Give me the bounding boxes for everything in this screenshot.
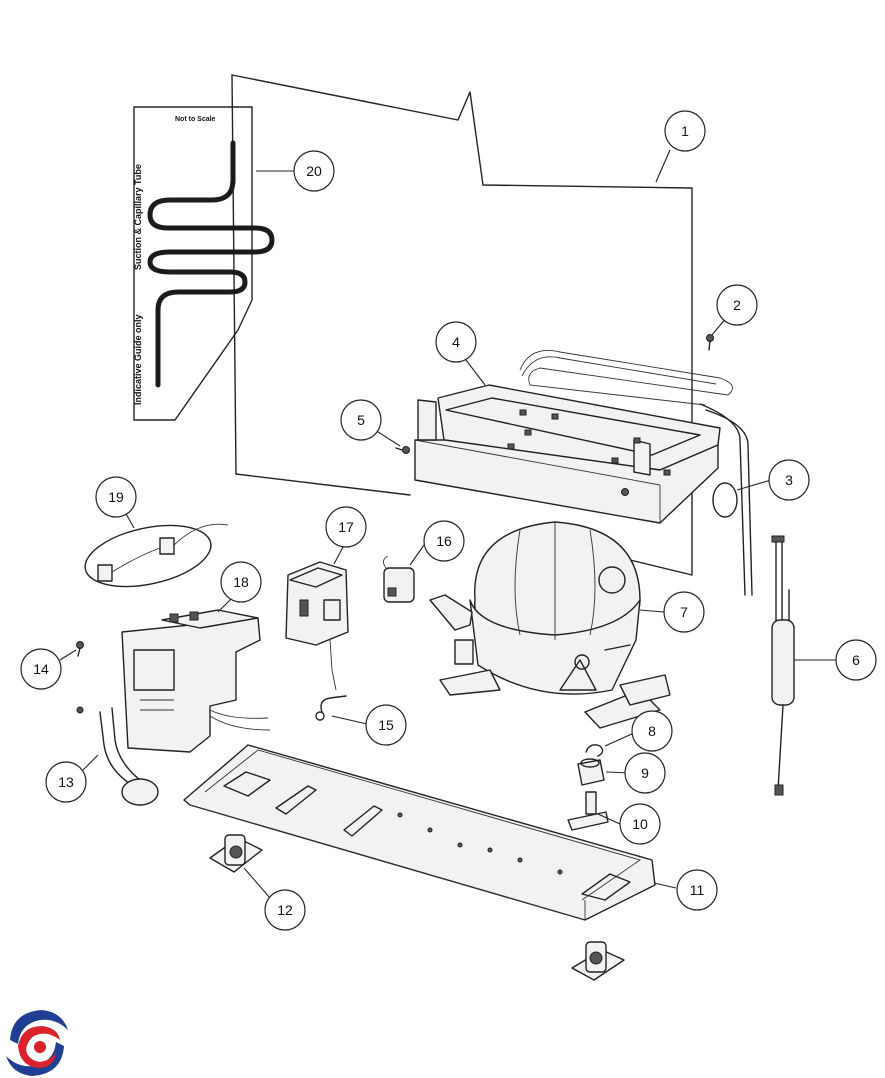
- note-suction-capillary-tube: Suction & Capillary Tube: [133, 164, 143, 270]
- base-plate: [183, 744, 656, 921]
- svg-text:6: 6: [852, 652, 860, 668]
- note-indicative-guide: Indicative Guide only: [133, 314, 143, 405]
- grommet-part-9: [577, 758, 605, 786]
- callout-13: 13: [45, 761, 87, 803]
- callout-9: 9: [624, 752, 666, 794]
- screw-part-2: [706, 334, 714, 351]
- svg-text:20: 20: [306, 163, 322, 179]
- mounting-pin-part-10: [567, 791, 609, 831]
- evaporator-coil: [519, 350, 753, 596]
- electrical-control-box: [121, 609, 271, 753]
- svg-text:16: 16: [436, 533, 452, 549]
- svg-text:2: 2: [733, 297, 741, 313]
- note-not-to-scale: Not to Scale: [175, 116, 216, 123]
- callout-8: 8: [631, 710, 673, 752]
- callout-4: 4: [435, 321, 477, 363]
- thermostat-sensor: [771, 535, 795, 796]
- svg-text:7: 7: [680, 604, 688, 620]
- svg-text:12: 12: [277, 902, 293, 918]
- svg-text:1: 1: [681, 123, 689, 139]
- leader-lines: [59, 149, 836, 899]
- callout-6: 6: [835, 639, 877, 681]
- capillary-tube-guide-panel: Not to Scale Suction & Capillary Tube In…: [133, 106, 275, 421]
- power-lead-part-13: [76, 706, 159, 806]
- callout-10: 10: [619, 803, 661, 845]
- callout-16: 16: [423, 520, 465, 562]
- svg-text:18: 18: [233, 574, 249, 590]
- svg-text:13: 13: [58, 774, 74, 790]
- svg-text:19: 19: [108, 489, 124, 505]
- start-capacitor: [383, 555, 415, 603]
- callout-19: 19: [95, 476, 137, 518]
- wiring-harness: [84, 523, 229, 588]
- callout-5: 5: [340, 399, 382, 441]
- callout-7: 7: [663, 591, 705, 633]
- callout-17: 17: [325, 506, 367, 548]
- svg-text:15: 15: [378, 717, 394, 733]
- callout-1: 1: [664, 110, 706, 152]
- svg-text:17: 17: [338, 519, 354, 535]
- compressor: [429, 521, 671, 729]
- callout-15: 15: [365, 704, 407, 746]
- castor-rear: [571, 941, 625, 981]
- callout-20: 20: [293, 150, 335, 192]
- clip-part-8: [585, 744, 604, 757]
- callout-3: 3: [768, 459, 810, 501]
- cable-part-15: [315, 695, 347, 721]
- brand-swirl-logo: [5, 1010, 69, 1076]
- callout-2: 2: [716, 284, 758, 326]
- screw-part-5: [395, 446, 410, 454]
- svg-text:5: 5: [357, 412, 365, 428]
- screw-tray: [621, 488, 629, 496]
- relay-overload: [285, 561, 349, 691]
- callout-11: 11: [676, 869, 718, 911]
- svg-text:14: 14: [33, 661, 49, 677]
- castor-front: [209, 834, 263, 873]
- callout-14: 14: [20, 648, 62, 690]
- drain-tray: [414, 384, 721, 524]
- callout-18: 18: [220, 561, 262, 603]
- svg-text:9: 9: [641, 765, 649, 781]
- svg-text:10: 10: [632, 816, 648, 832]
- svg-text:8: 8: [648, 723, 656, 739]
- screw-part-14: [76, 641, 84, 657]
- callout-12: 12: [264, 889, 306, 931]
- svg-text:4: 4: [452, 334, 460, 350]
- svg-text:11: 11: [690, 882, 705, 898]
- svg-text:3: 3: [785, 472, 793, 488]
